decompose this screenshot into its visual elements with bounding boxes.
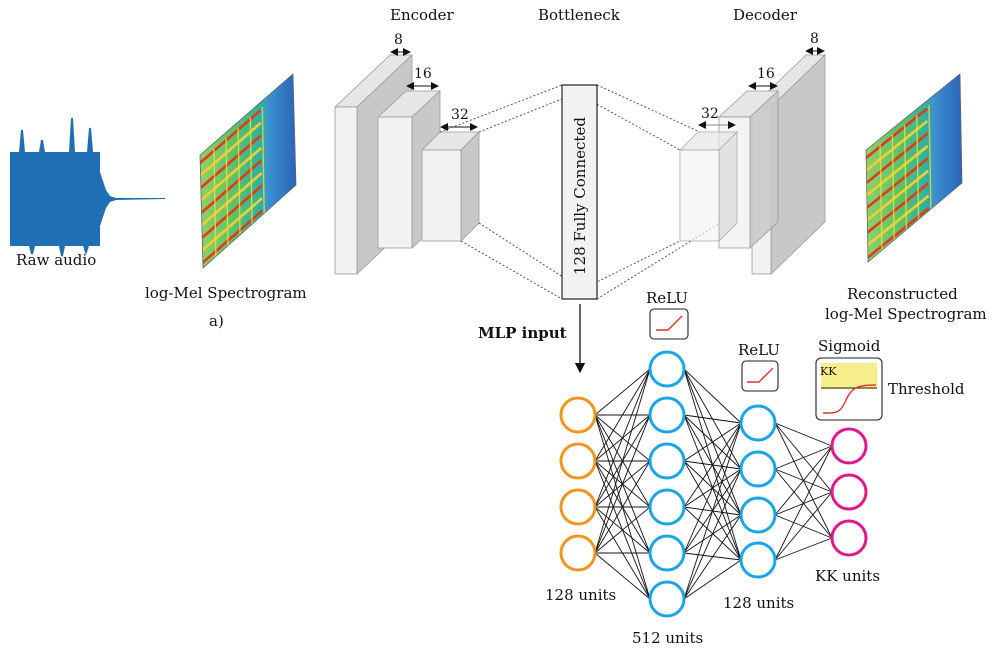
mlp-layer-labels: 128 units 512 units 128 units KK units	[545, 567, 880, 647]
relu-label-2: ReLU	[738, 341, 780, 359]
recon-label-2: log-Mel Spectrogram	[825, 305, 987, 323]
encoder-dim-2: 16	[414, 66, 432, 82]
mlp-node	[648, 580, 686, 618]
reconstructed-spectrogram	[865, 73, 963, 263]
mlp-edge	[594, 552, 651, 600]
mlp-node	[739, 450, 777, 488]
decoder-title: Decoder	[733, 6, 798, 24]
mlp-node	[739, 541, 777, 579]
mlp-nodes	[559, 350, 868, 618]
mlp-layer-label: 512 units	[632, 629, 703, 647]
mlp-node	[559, 396, 597, 434]
mlp-layer-label: 128 units	[723, 594, 794, 612]
relu-label-1: ReLU	[646, 289, 688, 307]
mlp-edge	[683, 514, 742, 600]
encoder-blocks	[333, 54, 480, 275]
mlp-edge	[683, 422, 742, 462]
mlp-edge	[774, 422, 833, 447]
mlp-node	[648, 534, 686, 572]
mlp-edge	[683, 422, 742, 554]
mlp-edge	[774, 491, 833, 561]
mlp-edge	[683, 368, 742, 424]
sigmoid-icon	[815, 357, 883, 421]
sigmoid-label: Sigmoid	[818, 337, 881, 355]
mlp-edge	[774, 445, 833, 516]
mlp-edges	[594, 368, 833, 600]
mlp-edge	[594, 414, 651, 554]
mlp-node	[559, 442, 597, 480]
mlp-edge	[594, 368, 651, 462]
relu-icon-1	[649, 308, 689, 340]
mlp-edge	[683, 422, 742, 508]
decoder-dim-1: 32	[701, 106, 719, 122]
mlp-node	[739, 404, 777, 442]
mlp-edge	[594, 460, 651, 554]
decoder-blocks	[679, 54, 826, 275]
input-spectrogram	[199, 73, 297, 269]
mlp-node	[648, 396, 686, 434]
mlp-edge	[594, 368, 651, 508]
mlp-node	[648, 442, 686, 480]
mlp-edge	[774, 537, 833, 561]
mlp-node	[830, 473, 868, 511]
raw-audio-waveform	[10, 117, 165, 257]
mlp-edge	[774, 445, 833, 470]
panel-label: a)	[209, 312, 224, 330]
mlp-node	[739, 496, 777, 534]
threshold-label: Threshold	[888, 380, 965, 398]
mlp-edge	[683, 559, 742, 600]
mlp-node	[559, 534, 597, 572]
encoder-title: Encoder	[390, 6, 455, 24]
mlp-edge	[683, 468, 742, 600]
mlp-node	[830, 427, 868, 465]
mlp-layer-label: 128 units	[545, 586, 616, 604]
mlp-edge	[594, 506, 651, 554]
mlp-edge	[683, 422, 742, 600]
mlp-node	[648, 350, 686, 388]
mlp-edge	[774, 445, 833, 561]
fc-label: 128 Fully Connected	[571, 117, 589, 275]
mlp-node	[559, 488, 597, 526]
mlp-edge	[683, 414, 742, 424]
encoder-dim-1: 8	[394, 32, 403, 48]
bottleneck-title: Bottleneck	[538, 6, 621, 24]
kk-threshold-label: KK	[820, 365, 837, 378]
raw-audio-label: Raw audio	[16, 251, 96, 269]
fully-connected-block	[561, 84, 598, 300]
mlp-edge	[594, 368, 651, 416]
mlp-node	[648, 488, 686, 526]
decoder-dim-3: 8	[810, 31, 819, 47]
encoder-dim-3: 32	[451, 107, 469, 123]
recon-label-1: Reconstructed	[847, 285, 958, 303]
mlp-node	[830, 519, 868, 557]
relu-icon-2	[741, 360, 779, 392]
logmel-label: log-Mel Spectrogram	[145, 284, 307, 302]
mlp-edge	[594, 368, 651, 554]
mlp-layer-label: KK units	[815, 567, 880, 585]
mlp-input-label: MLP input	[478, 324, 567, 342]
decoder-dim-2: 16	[757, 66, 775, 82]
